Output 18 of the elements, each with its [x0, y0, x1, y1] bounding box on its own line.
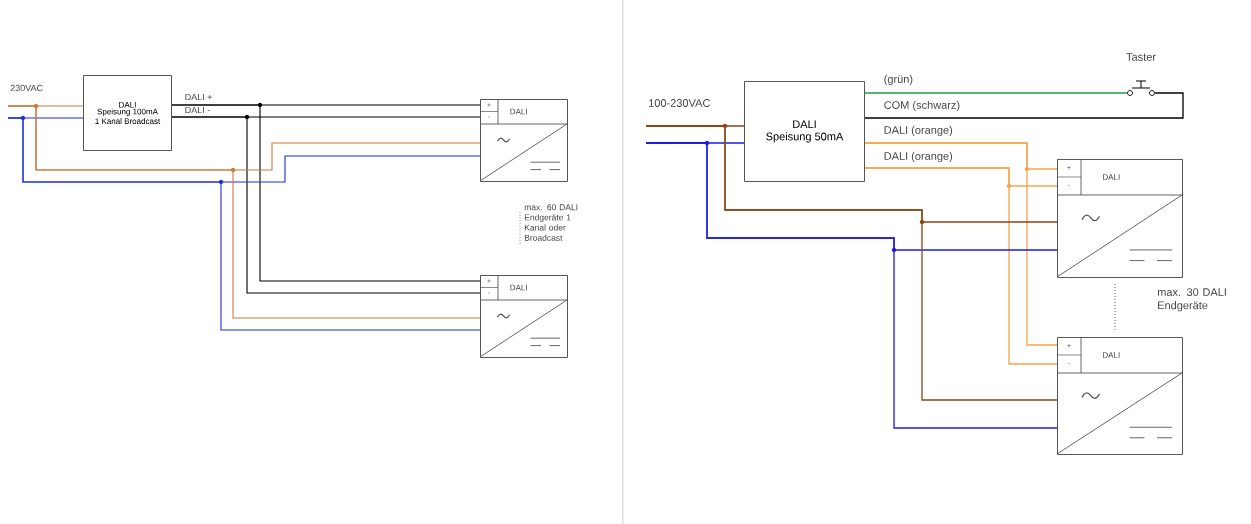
voltage-label: 230VAC [10, 84, 43, 92]
edge-label: DALI - [184, 106, 211, 114]
wire [864, 92, 1184, 119]
wire [864, 142, 1058, 346]
edge-label: DALI (orange) [883, 151, 954, 163]
note-text: max. 60 DALI Endgeräte 1 Kanal oder Broadcast [524, 204, 578, 241]
edge-label: DALI (orange) [883, 125, 954, 137]
node-label: Taster [1126, 53, 1156, 61]
power-supply-box: DALI Speisung 50mA [744, 81, 865, 182]
edge-label: (grün) [883, 74, 914, 86]
push-button-switch: Taster [1126, 53, 1156, 96]
power-supply-box: DALI Speisung 100mA 1 Kanal Broadcast [83, 75, 172, 151]
note-text: max. 30 DALI Endgeräte [1157, 288, 1226, 312]
voltage-label: 100-230VAC [649, 99, 710, 107]
edge-label: COM (schwarz) [883, 100, 961, 112]
wire [864, 167, 1058, 365]
edge-label: DALI + [184, 93, 213, 101]
wire [864, 92, 1128, 94]
